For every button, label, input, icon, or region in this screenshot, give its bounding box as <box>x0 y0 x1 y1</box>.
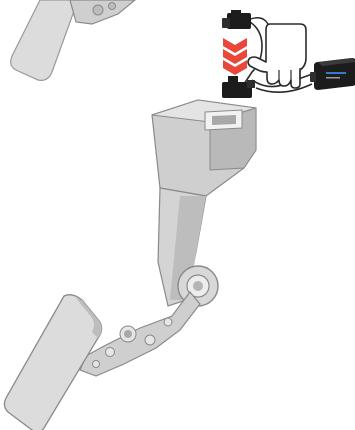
throttle-module-icon <box>310 58 355 90</box>
hand-icon <box>248 24 306 88</box>
accelerator-pedal <box>4 100 256 430</box>
pedal-top-fragment <box>11 0 135 80</box>
wiring-connector-upper <box>222 10 251 29</box>
down-chevrons-icon <box>223 38 247 75</box>
wiring-connector-lower <box>222 76 255 98</box>
wiring-diagram <box>222 10 355 98</box>
